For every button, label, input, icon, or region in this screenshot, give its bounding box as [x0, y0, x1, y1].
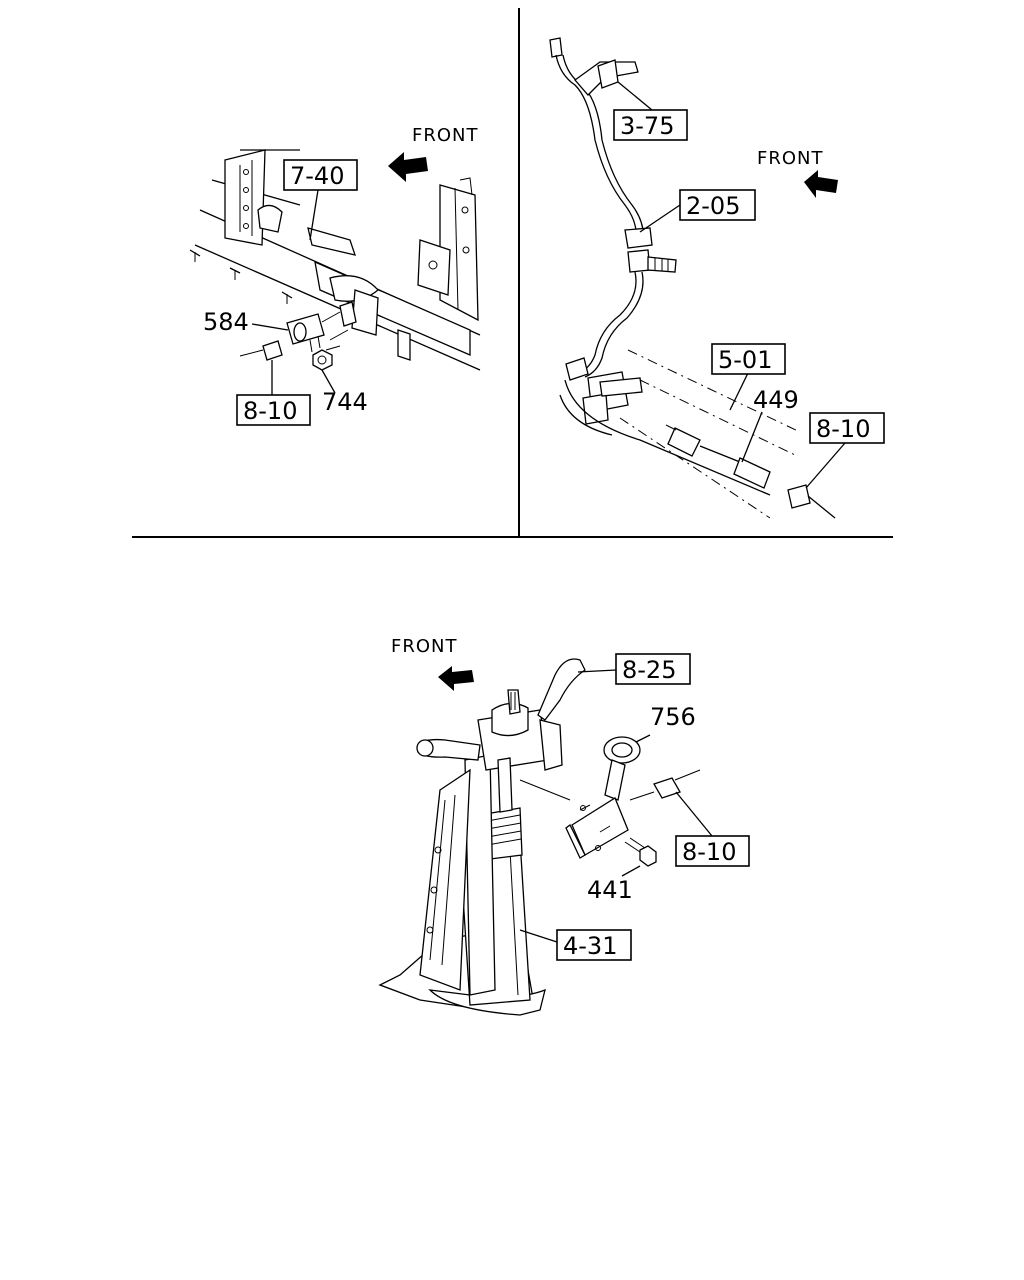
panel-bottom: FRONT	[378, 636, 750, 1016]
part-744-nut	[312, 345, 341, 371]
ref-label-4-31: 4-31	[563, 932, 617, 960]
panel-top-right: FRONT	[549, 37, 885, 519]
ref-label-7-40: 7-40	[290, 162, 344, 190]
front-arrow-icon	[438, 666, 474, 691]
part-584-sensor	[286, 301, 357, 353]
ref-box-2-05	[679, 189, 756, 221]
part-label-449: 449	[753, 386, 799, 414]
leader-5-01	[729, 372, 749, 411]
connector-plug	[629, 769, 701, 801]
leader-4-31	[519, 929, 558, 943]
leader-8-10-b	[675, 791, 713, 837]
ref-label-2-05: 2-05	[686, 192, 740, 220]
leader-3-75	[617, 81, 653, 111]
ref-box-8-10-b	[675, 835, 750, 867]
front-label: FRONT	[757, 148, 824, 169]
leader-7-40	[309, 189, 319, 241]
part-label-584: 584	[203, 308, 249, 336]
leader-449	[741, 411, 763, 463]
ref-label-5-01: 5-01	[718, 346, 772, 374]
front-arrow-icon	[388, 152, 428, 182]
frame-cross-member	[189, 149, 481, 371]
ref-box-8-10-tl	[236, 394, 311, 426]
part-label-756: 756	[650, 703, 696, 731]
steering-column	[378, 658, 586, 1016]
part-756-ring	[603, 736, 641, 801]
hose-assembly	[549, 37, 677, 425]
switch-unit	[519, 779, 629, 859]
ref-box-8-10-tr	[809, 412, 885, 444]
ref-label-8-10-b: 8-10	[682, 838, 736, 866]
connector-plug	[787, 484, 836, 519]
front-arrow-icon	[804, 170, 838, 198]
leader-744	[321, 369, 336, 394]
leader-8-10-tr	[805, 442, 846, 489]
part-449-sensor	[665, 424, 771, 489]
part-label-441: 441	[587, 876, 633, 904]
ref-label-8-10-tr: 8-10	[816, 415, 870, 443]
front-label: FRONT	[391, 636, 458, 657]
part-label-744: 744	[322, 388, 368, 416]
ref-box-5-01	[711, 343, 786, 375]
front-label: FRONT	[412, 125, 479, 146]
leader-8-25	[577, 669, 617, 673]
ref-box-4-31	[556, 929, 632, 961]
ref-box-8-25	[615, 653, 691, 685]
part-441-bolt	[624, 837, 657, 867]
leader-756	[635, 734, 651, 743]
ref-label-8-10-tl: 8-10	[243, 397, 297, 425]
ref-box-3-75	[613, 109, 688, 141]
leader-584	[251, 323, 289, 331]
leader-441	[621, 865, 641, 877]
ref-label-3-75: 3-75	[620, 112, 674, 140]
leader-2-05	[639, 204, 681, 233]
connector-plug	[239, 340, 283, 361]
frame-rail	[559, 349, 801, 519]
panel-top-left: FRONT	[189, 125, 481, 426]
ref-box-7-40	[283, 159, 358, 191]
ref-label-8-25: 8-25	[622, 656, 676, 684]
